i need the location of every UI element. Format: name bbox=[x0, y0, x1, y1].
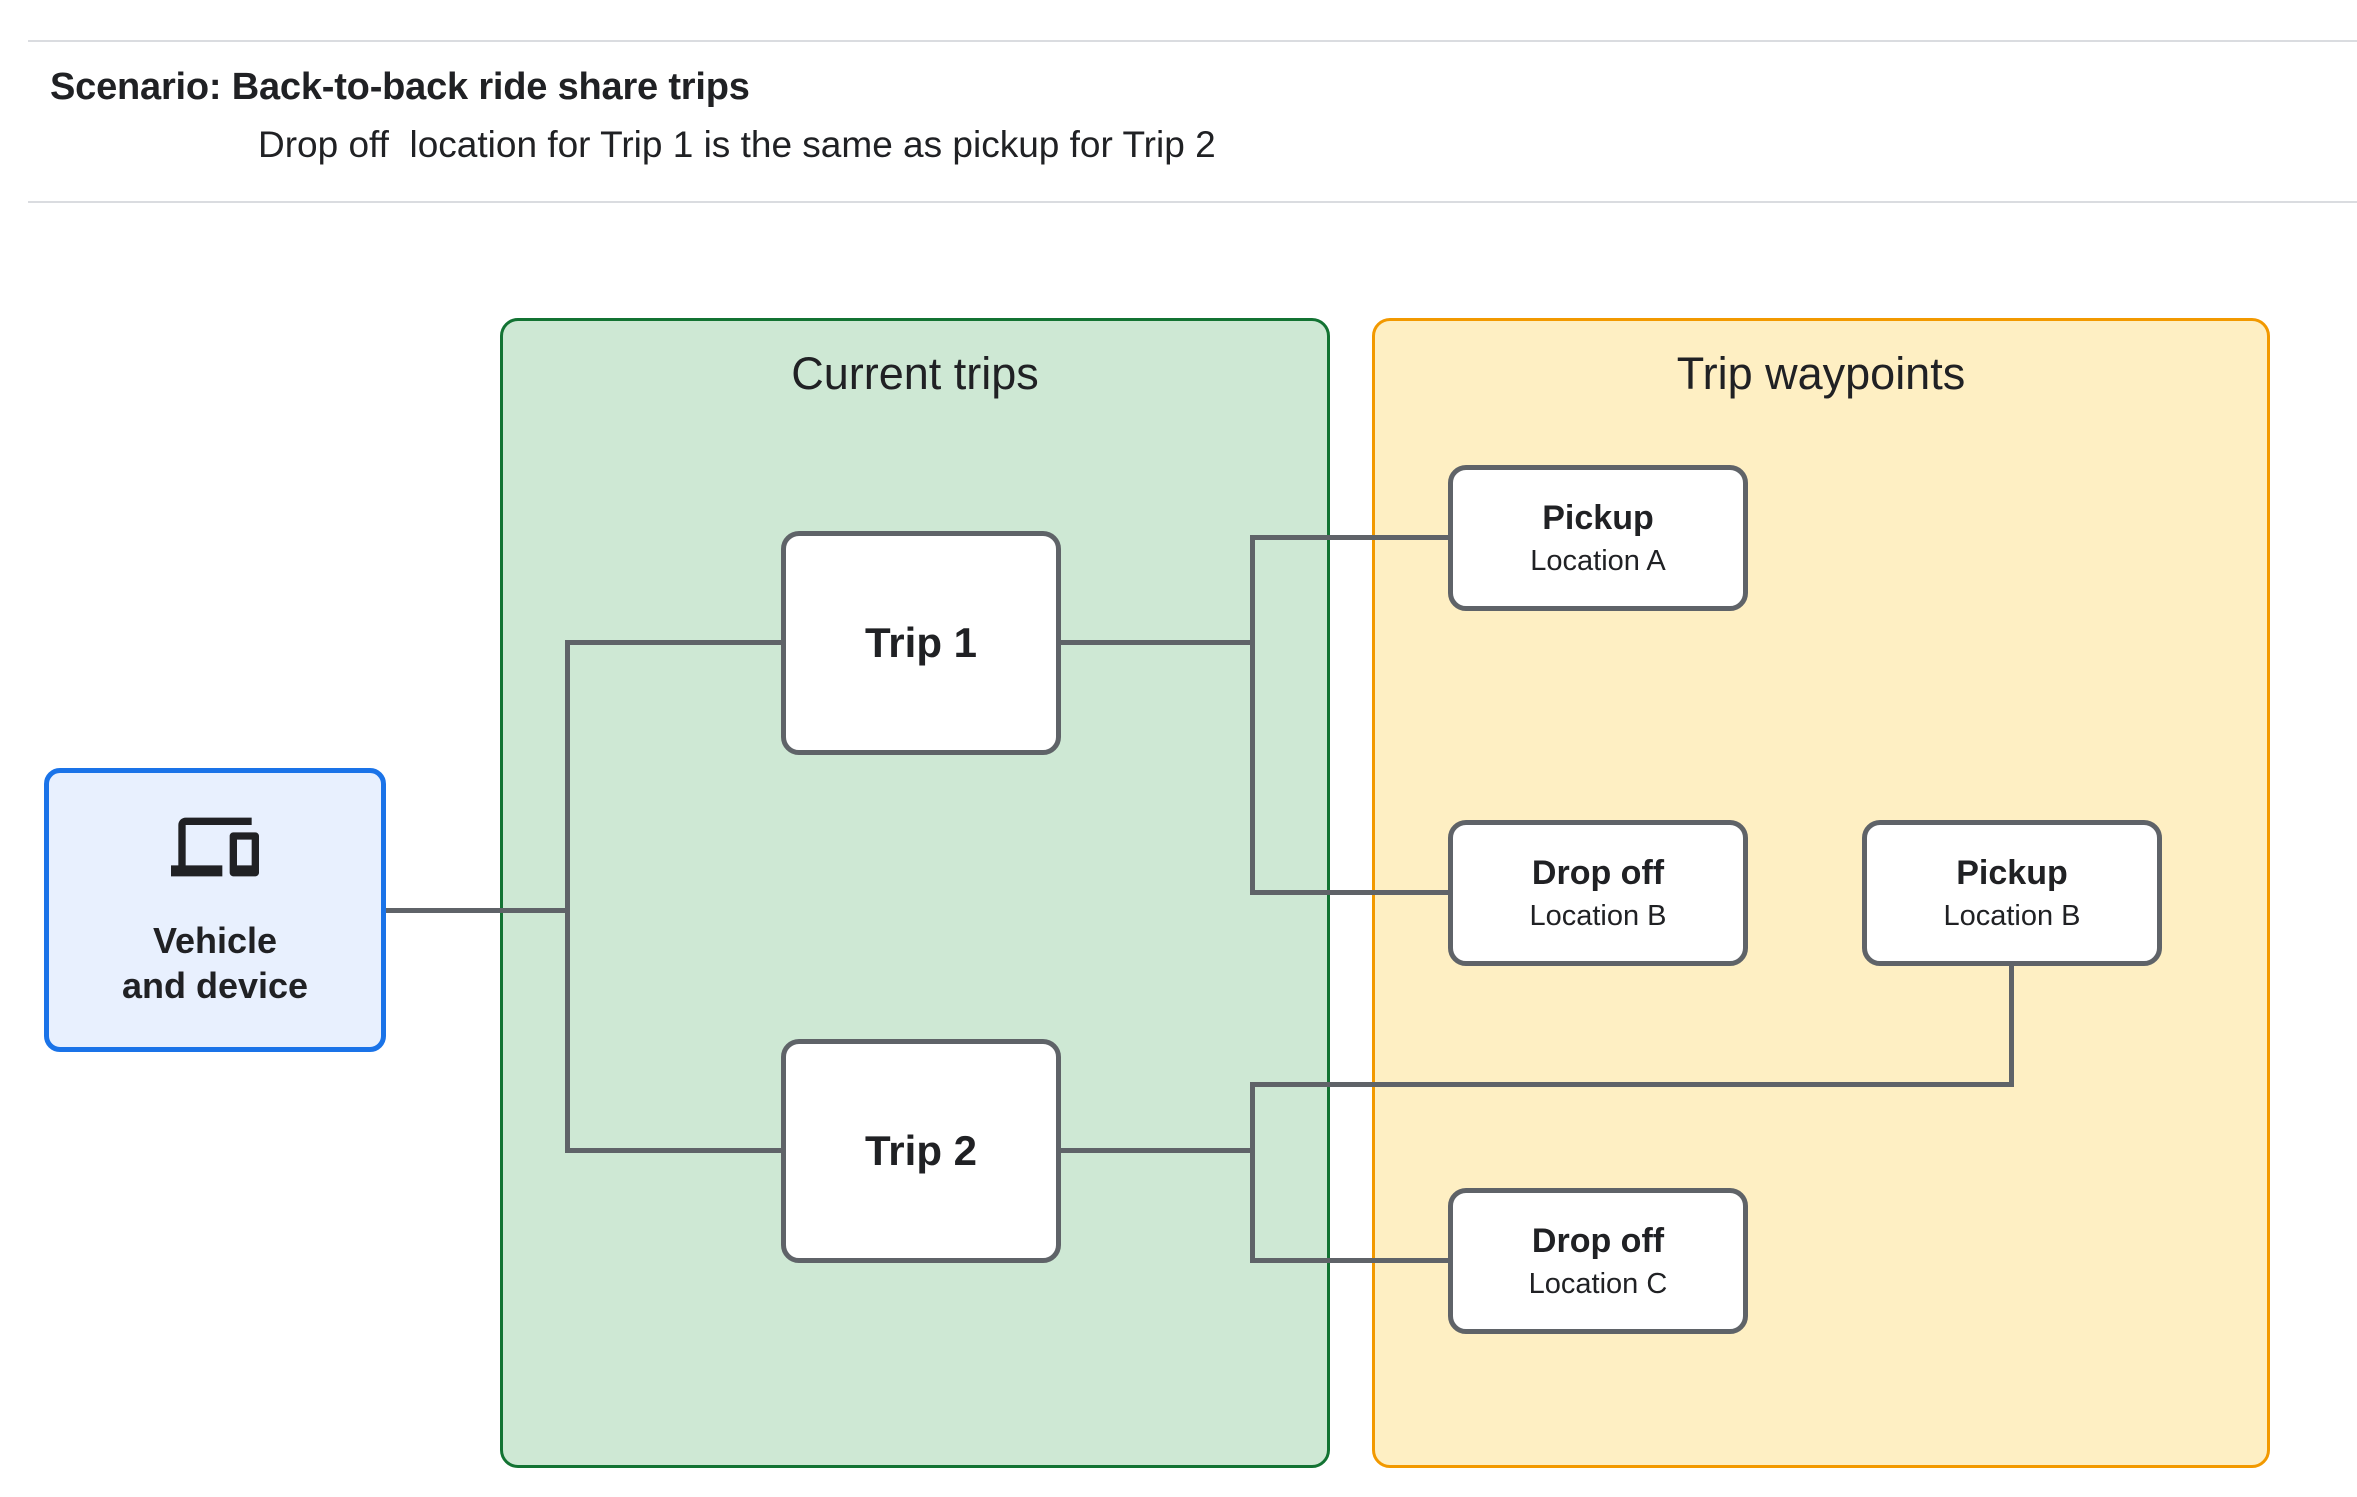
page-subtitle: Drop off location for Trip 1 is the same… bbox=[258, 124, 1216, 165]
node-trip-1: Trip 1 bbox=[781, 531, 1061, 755]
connector-junction2-vertical bbox=[1250, 535, 1255, 895]
panel-title-current-trips: Current trips bbox=[791, 348, 1039, 399]
dropoff-c-location: Location C bbox=[1528, 1267, 1668, 1300]
connector-pickup-b-stem bbox=[2009, 966, 2014, 1087]
connector-junction1-to-trip2 bbox=[565, 1148, 781, 1153]
vehicle-node-label: Vehicle and device bbox=[122, 918, 308, 1008]
pickup-b-title: Pickup bbox=[1956, 854, 2068, 893]
connector-junction3-to-dropoff-c bbox=[1250, 1258, 1448, 1263]
connector-vehicle-to-junction bbox=[386, 908, 570, 913]
connector-junction1-to-trip1 bbox=[565, 640, 781, 645]
node-pickup-location-b: Pickup Location B bbox=[1862, 820, 2162, 966]
trip-1-label: Trip 1 bbox=[864, 619, 978, 666]
dropoff-c-title: Drop off bbox=[1531, 1222, 1665, 1261]
node-trip-2: Trip 2 bbox=[781, 1039, 1061, 1263]
connector-pickup-b-to-junction3 bbox=[1250, 1082, 2014, 1087]
divider-top bbox=[28, 40, 2357, 42]
page-title: Scenario: Back-to-back ride share trips bbox=[50, 66, 750, 108]
pickup-b-location: Location B bbox=[1943, 899, 2081, 932]
connector-junction3-vertical bbox=[1250, 1082, 1255, 1263]
vehicle-node: Vehicle and device bbox=[44, 768, 386, 1052]
connector-trip2-to-junction3 bbox=[1061, 1148, 1255, 1153]
dropoff-b-location: Location B bbox=[1529, 899, 1667, 932]
connector-junction2-to-pickup-a bbox=[1250, 535, 1448, 540]
vehicle-label-line2: and device bbox=[121, 965, 309, 1006]
devices-icon bbox=[171, 801, 259, 898]
dropoff-b-title: Drop off bbox=[1531, 854, 1665, 893]
pickup-a-title: Pickup bbox=[1542, 499, 1654, 538]
divider-bottom bbox=[28, 201, 2357, 203]
trip-2-label: Trip 2 bbox=[864, 1127, 978, 1174]
node-pickup-location-a: Pickup Location A bbox=[1448, 465, 1748, 611]
connector-trip1-to-junction2 bbox=[1061, 640, 1255, 645]
panel-current-trips: Current trips bbox=[500, 318, 1330, 1468]
panel-title-trip-waypoints: Trip waypoints bbox=[1676, 348, 1966, 399]
node-dropoff-location-b: Drop off Location B bbox=[1448, 820, 1748, 966]
connector-junction1-vertical bbox=[565, 640, 570, 1153]
pickup-a-location: Location A bbox=[1530, 544, 1666, 577]
connector-junction2-to-dropoff-b bbox=[1250, 890, 1448, 895]
vehicle-label-line1: Vehicle bbox=[152, 920, 278, 961]
node-dropoff-location-c: Drop off Location C bbox=[1448, 1188, 1748, 1334]
